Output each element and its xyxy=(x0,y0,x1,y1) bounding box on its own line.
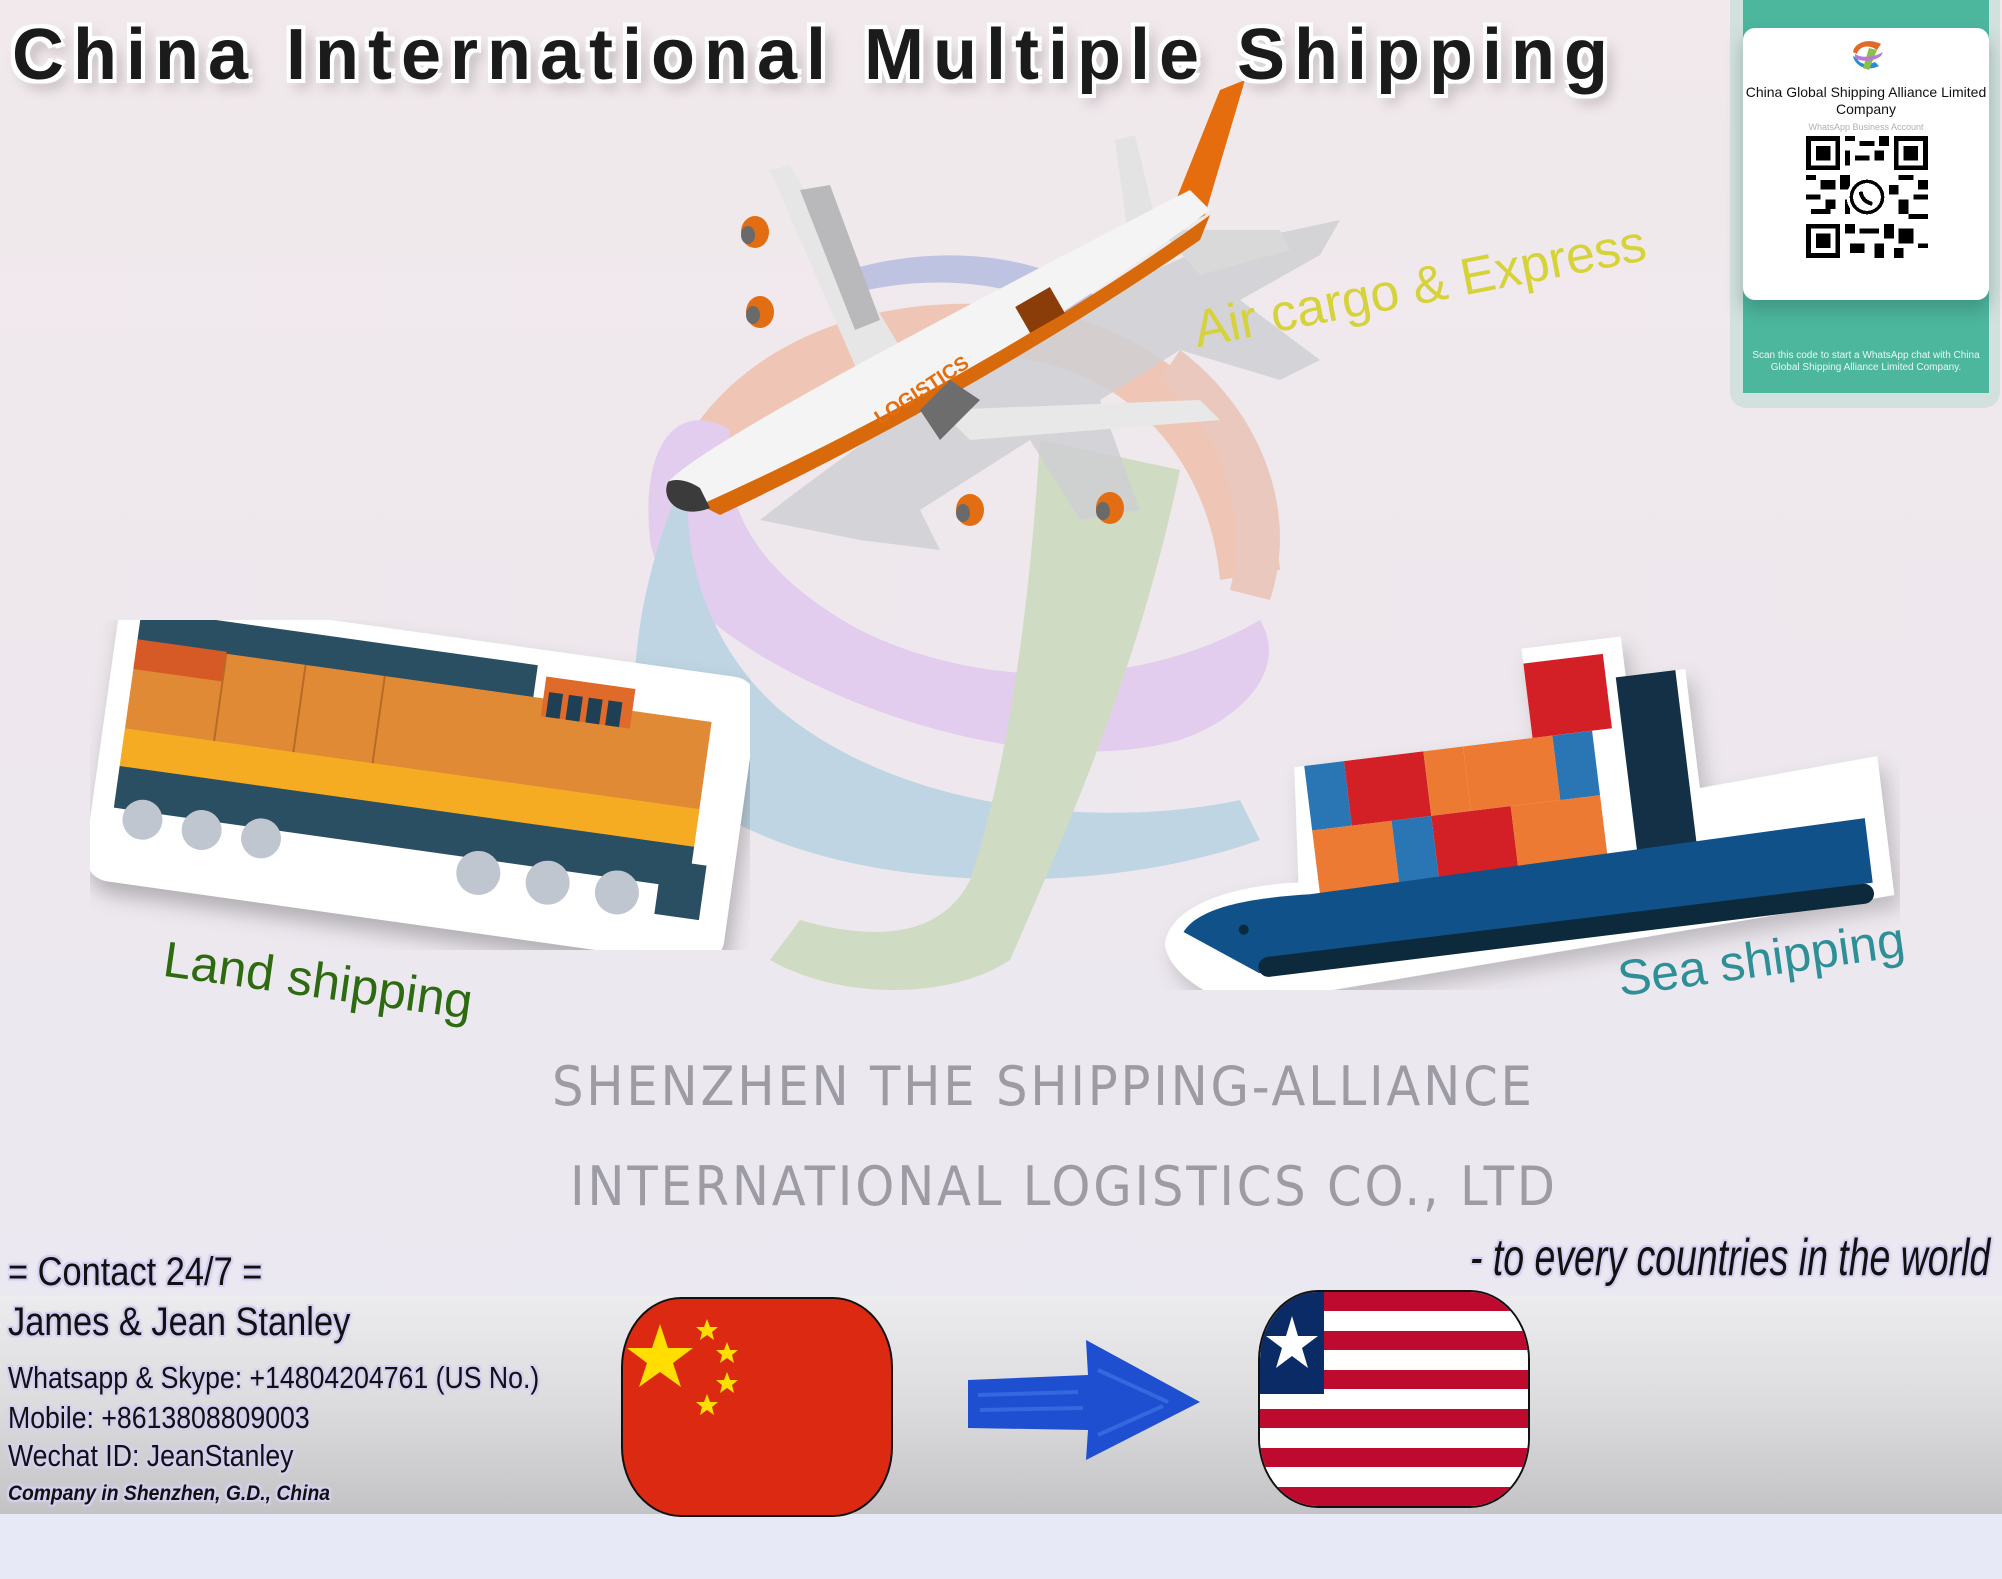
company-location: Company in Shenzhen, G.D., China xyxy=(8,1482,331,1505)
company-name-line-2: INTERNATIONAL LOGISTICS CO., LTD xyxy=(570,1155,1558,1218)
contact-mobile: Mobile: +8613808809003 xyxy=(8,1400,310,1435)
train-locomotive-icon xyxy=(90,620,750,950)
qr-account-type: WhatsApp Business Account xyxy=(1808,122,1924,132)
contact-wechat: Wechat ID: JeanStanley xyxy=(8,1438,294,1473)
liberia-flag-icon xyxy=(1258,1290,1530,1508)
china-flag-icon xyxy=(621,1297,893,1517)
qr-company-name: China Global Shipping Alliance Limited C… xyxy=(1745,84,1987,117)
footer-strip xyxy=(0,1514,2002,1579)
page-title: China International Multiple Shipping xyxy=(12,15,1617,95)
cargo-airplane-icon: LOGISTICS xyxy=(666,80,1340,550)
company-logo-icon xyxy=(1847,34,1889,76)
contact-whatsapp-skype: Whatsapp & Skype: +14804204761 (US No.) xyxy=(8,1360,540,1395)
qr-code[interactable] xyxy=(1806,136,1928,258)
contact-names: James & Jean Stanley xyxy=(8,1300,351,1344)
contact-heading: = Contact 24/7 = xyxy=(8,1250,263,1294)
tagline: - to every countries in the world xyxy=(1470,1229,1991,1287)
cargo-ship-icon xyxy=(1164,636,1895,990)
whatsapp-qr-card: China Global Shipping Alliance Limited C… xyxy=(1730,0,2000,408)
qr-instructions: Scan this code to start a WhatsApp chat … xyxy=(1752,350,1980,373)
company-name-line-1: SHENZHEN THE SHIPPING-ALLIANCE xyxy=(552,1055,1535,1118)
arrow-right-icon xyxy=(968,1340,1200,1460)
